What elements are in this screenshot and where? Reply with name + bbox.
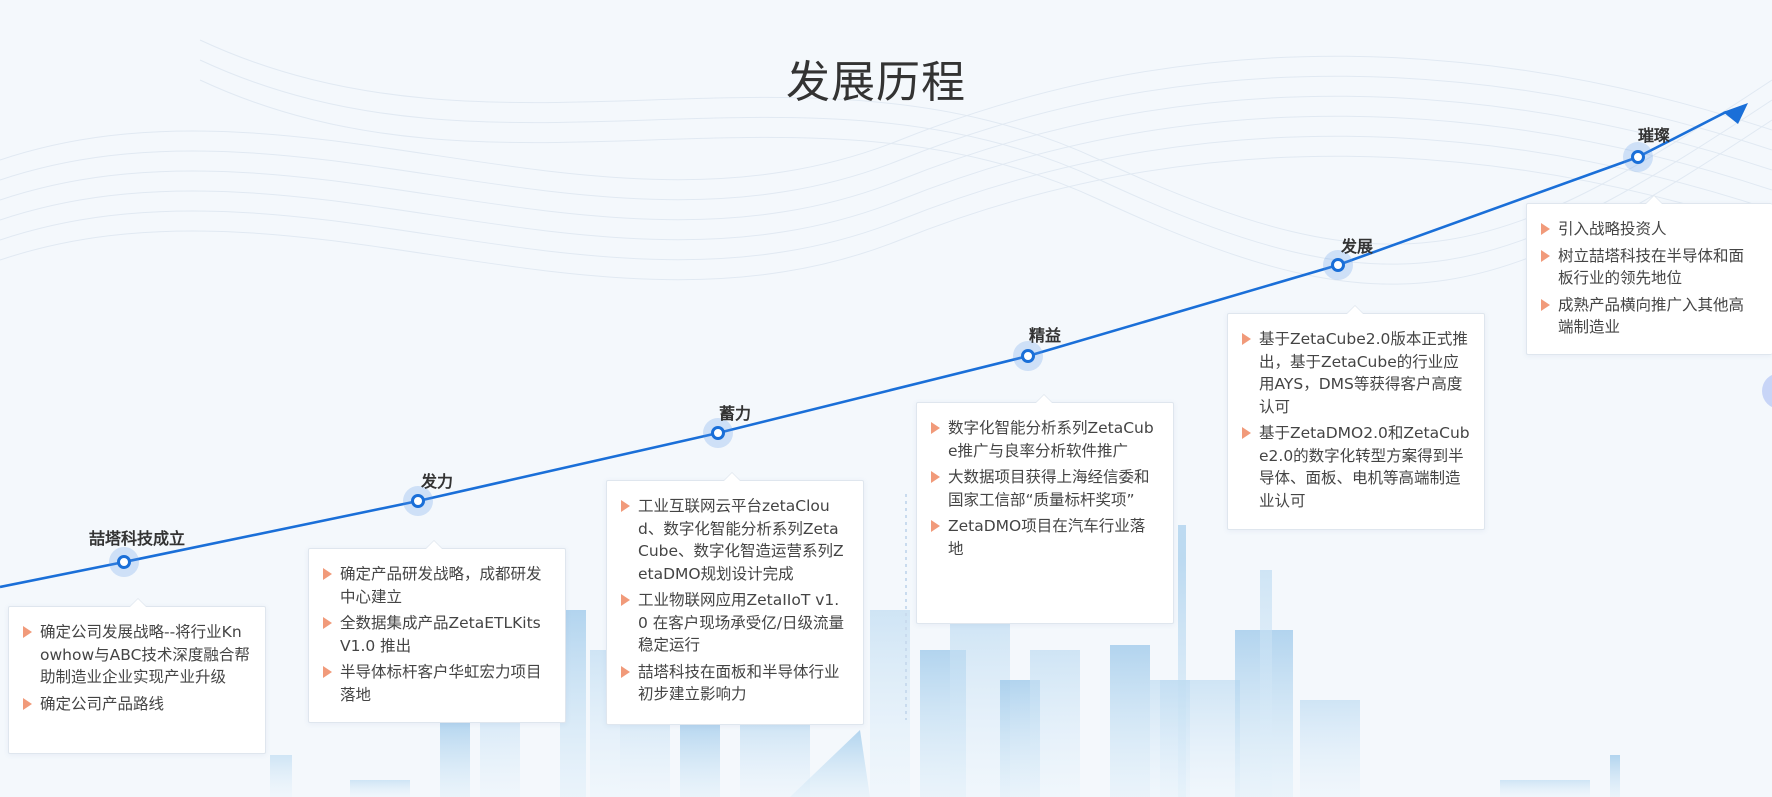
timeline-path bbox=[0, 110, 1727, 589]
milestone-item: ZetaDMO项目在汽车行业落地 bbox=[931, 515, 1159, 560]
bullet-icon bbox=[323, 666, 332, 678]
bullet-icon bbox=[621, 500, 630, 512]
milestone-item: 确定公司发展战略--将行业Knowhow与ABC技术深度融合帮助制造业企业实现产… bbox=[23, 621, 251, 689]
milestone-label: 发力 bbox=[421, 472, 454, 491]
milestone-item: 大数据项目获得上海经信委和国家工信部“质量标杆奖项” bbox=[931, 466, 1159, 511]
milestone-item: 树立喆塔科技在半导体和面板行业的领先地位 bbox=[1541, 245, 1758, 290]
milestone-card: 数字化智能分析系列ZetaCube推广与良率分析软件推广 大数据项目获得上海经信… bbox=[916, 394, 1174, 624]
bullet-icon bbox=[1242, 427, 1251, 439]
milestone-card: 确定公司发展战略--将行业Knowhow与ABC技术深度融合帮助制造业企业实现产… bbox=[8, 598, 266, 754]
milestone-item: 基于ZetaCube2.0版本正式推出，基于ZetaCube的行业应用AYS，D… bbox=[1242, 328, 1470, 418]
milestone-item: 数字化智能分析系列ZetaCube推广与良率分析软件推广 bbox=[931, 417, 1159, 462]
milestone-card: 工业互联网云平台zetaCloud、数字化智能分析系列ZetaCube、数字化智… bbox=[606, 472, 864, 725]
milestone-label: 蓄力 bbox=[719, 404, 752, 423]
milestone-label: 璀璨 bbox=[1638, 126, 1671, 145]
milestone-card: 基于ZetaCube2.0版本正式推出，基于ZetaCube的行业应用AYS，D… bbox=[1227, 305, 1485, 530]
side-scroll-button[interactable] bbox=[1762, 373, 1772, 409]
bullet-icon bbox=[931, 422, 940, 434]
milestone-card: 引入战略投资人 树立喆塔科技在半导体和面板行业的领先地位 成熟产品横向推广入其他… bbox=[1526, 195, 1772, 355]
bullet-icon bbox=[23, 697, 32, 710]
milestone-item: 全数据集成产品ZetaETLKits V1.0 推出 bbox=[323, 612, 551, 657]
milestone-item: 成熟产品横向推广入其他高端制造业 bbox=[1541, 294, 1758, 339]
bullet-icon bbox=[621, 665, 630, 678]
milestone-item: 基于ZetaDMO2.0和ZetaCube2.0的数字化转型方案得到半导体、面板… bbox=[1242, 422, 1470, 512]
bullet-icon bbox=[1541, 223, 1550, 235]
bullet-icon bbox=[1242, 333, 1251, 345]
timeline-arrow-icon bbox=[1723, 103, 1748, 124]
bullet-icon bbox=[931, 471, 940, 483]
bullet-icon bbox=[323, 617, 332, 629]
bullet-icon bbox=[23, 626, 32, 638]
milestone-item: 工业物联网应用ZetaIIoT v1.0 在客户现场承受亿/日级流量稳定运行 bbox=[621, 589, 849, 657]
milestone-item: 喆塔科技在面板和半导体行业初步建立影响力 bbox=[621, 661, 849, 706]
bullet-icon bbox=[931, 520, 940, 532]
milestone-item: 确定产品研发战略，成都研发中心建立 bbox=[323, 563, 551, 608]
page-title: 发展历程 bbox=[786, 57, 966, 108]
milestone-item: 确定公司产品路线 bbox=[23, 693, 251, 716]
milestone-label: 发展 bbox=[1341, 237, 1374, 256]
milestone-item: 工业互联网云平台zetaCloud、数字化智能分析系列ZetaCube、数字化智… bbox=[621, 495, 849, 585]
milestone-node bbox=[1013, 341, 1043, 371]
bullet-icon bbox=[1541, 249, 1550, 262]
milestone-card: 确定产品研发战略，成都研发中心建立 全数据集成产品ZetaETLKits V1.… bbox=[308, 540, 566, 723]
bullet-icon bbox=[323, 568, 332, 580]
milestone-node bbox=[1323, 250, 1353, 280]
milestone-node bbox=[109, 547, 139, 577]
milestone-node bbox=[403, 486, 433, 516]
milestone-label: 喆塔科技成立 bbox=[89, 529, 186, 548]
milestone-item: 引入战略投资人 bbox=[1541, 218, 1758, 241]
bullet-icon bbox=[621, 594, 630, 606]
milestone-node bbox=[703, 418, 733, 448]
bullet-icon bbox=[1541, 298, 1550, 311]
milestone-node bbox=[1623, 142, 1653, 172]
milestone-item: 半导体标杆客户华虹宏力项目落地 bbox=[323, 661, 551, 706]
milestone-label: 精益 bbox=[1029, 326, 1062, 345]
